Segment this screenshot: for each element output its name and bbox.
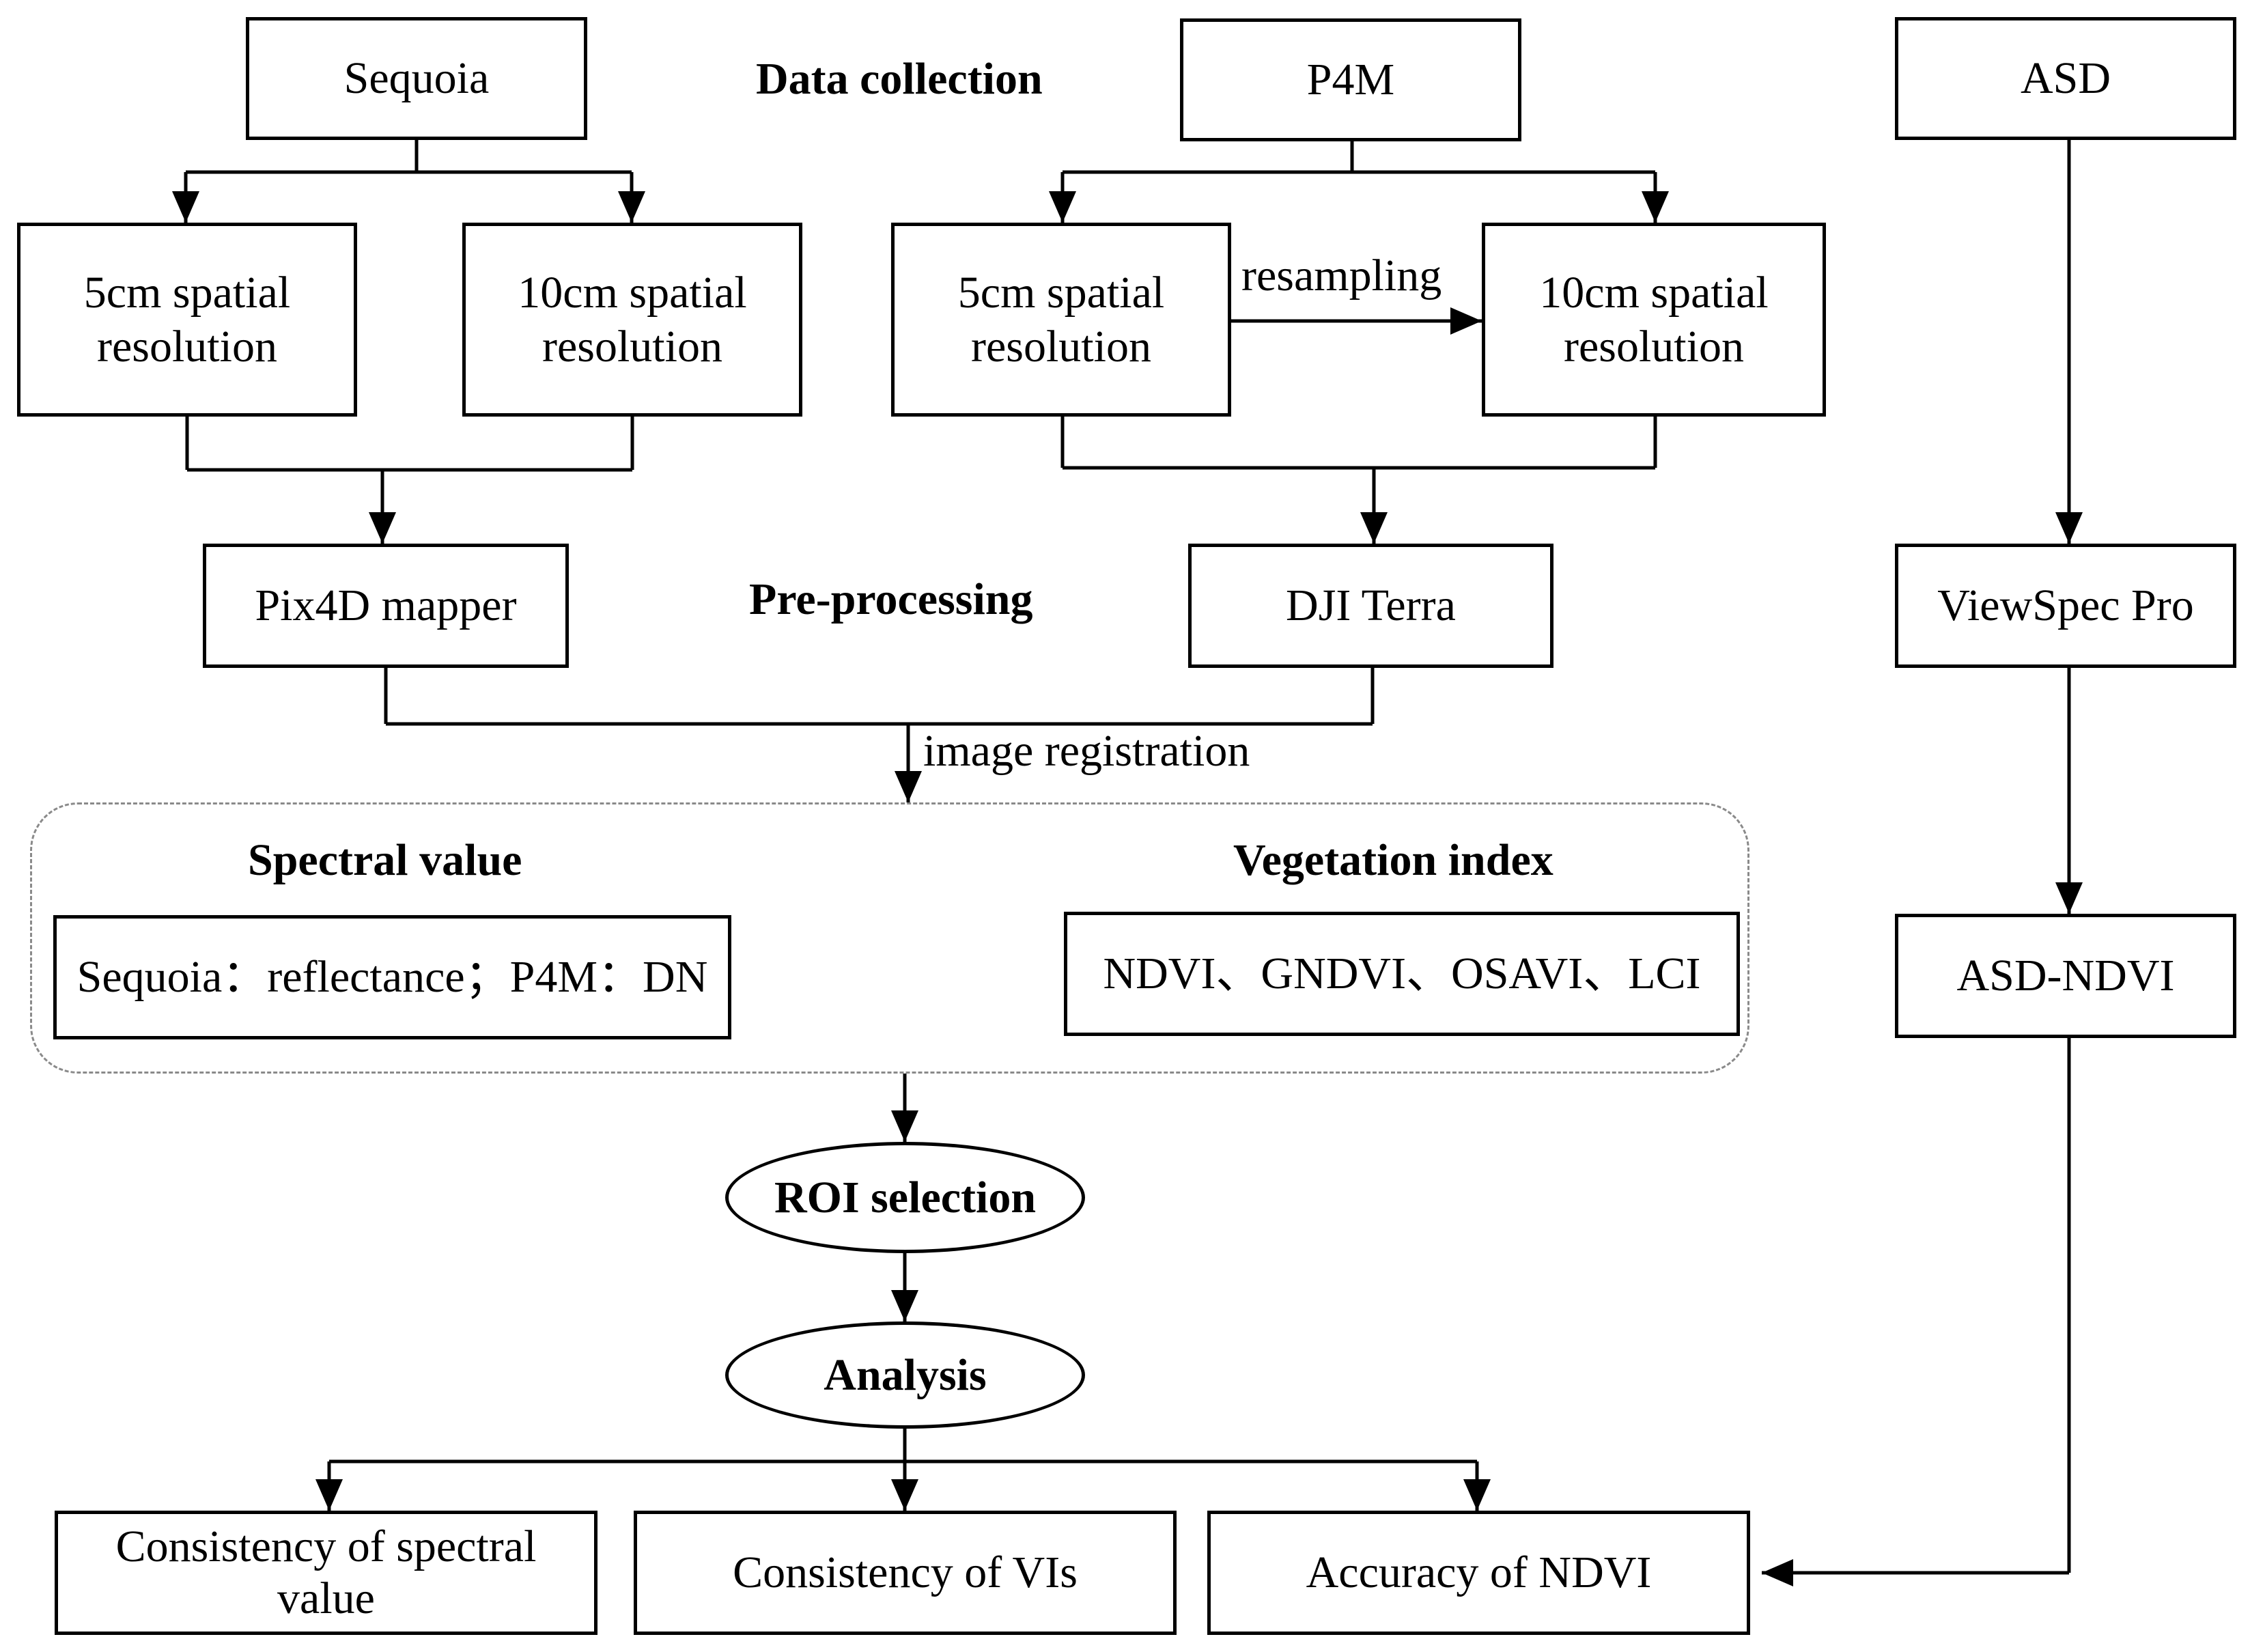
sequoia-10cm-resolution-box: 10cm spatial resolution (462, 223, 802, 417)
viewspec-pro-box: ViewSpec Pro (1895, 544, 2236, 668)
image-registration-label: image registration (923, 726, 1250, 776)
ndvi-accuracy-box: Accuracy of NDVI (1207, 1511, 1750, 1635)
spectral-consistency-line-2: value (277, 1573, 375, 1623)
p4m-10cm-resolution-box: 10cm spatial resolution (1482, 223, 1826, 417)
p4m-5cm-line-2: resolution (971, 322, 1151, 372)
asd-ndvi-label: ASD-NDVI (1956, 951, 2175, 1001)
pix4d-mapper-box: Pix4D mapper (203, 544, 569, 668)
sequoia-10cm-line-1: 10cm spatial (518, 267, 747, 318)
sensor-p4m-label: P4M (1306, 55, 1395, 105)
roi-selection-label: ROI selection (774, 1172, 1037, 1222)
ndvi-accuracy-label: Accuracy of NDVI (1306, 1548, 1652, 1598)
p4m-10cm-line-2: resolution (1564, 322, 1744, 372)
vegetation-index-text: NDVI、GNDVI、OSAVI、LCI (1103, 949, 1701, 999)
sensor-sequoia-label: Sequoia (343, 53, 490, 104)
spectral-value-text: Sequoia：reflectance；P4M：DN (76, 952, 708, 1003)
vegetation-index-title: Vegetation index (1233, 835, 1553, 885)
sequoia-5cm-resolution-box: 5cm spatial resolution (17, 223, 357, 417)
stage-label-data-collection: Data collection (756, 54, 1043, 104)
sensor-asd-box: ASD (1895, 17, 2236, 140)
analysis-label: Analysis (824, 1349, 987, 1400)
spectral-consistency-line-1: Consistency of spectral (115, 1522, 537, 1572)
viewspec-pro-label: ViewSpec Pro (1937, 580, 2194, 631)
feature-extraction-group (30, 802, 1749, 1074)
stage-label-pre-processing: Pre-processing (749, 574, 1033, 624)
p4m-10cm-line-1: 10cm spatial (1539, 267, 1769, 318)
p4m-5cm-line-1: 5cm spatial (957, 267, 1165, 318)
dji-terra-label: DJI Terra (1286, 580, 1456, 631)
vi-consistency-label: Consistency of VIs (733, 1548, 1078, 1598)
analysis-ellipse: Analysis (725, 1321, 1085, 1429)
spectral-value-box: Sequoia：reflectance；P4M：DN (53, 915, 731, 1039)
spectral-consistency-box: Consistency of spectral value (55, 1511, 597, 1635)
vegetation-index-box: NDVI、GNDVI、OSAVI、LCI (1064, 912, 1740, 1036)
roi-selection-ellipse: ROI selection (725, 1142, 1085, 1253)
sequoia-5cm-line-2: resolution (97, 322, 277, 372)
pix4d-mapper-label: Pix4D mapper (255, 580, 517, 631)
resampling-label: resampling (1241, 251, 1442, 300)
p4m-5cm-resolution-box: 5cm spatial resolution (891, 223, 1231, 417)
asd-ndvi-box: ASD-NDVI (1895, 914, 2236, 1038)
vi-consistency-box: Consistency of VIs (634, 1511, 1177, 1635)
sensor-p4m-box: P4M (1180, 18, 1521, 141)
sensor-asd-label: ASD (2020, 53, 2111, 104)
spectral-value-title: Spectral value (248, 835, 522, 885)
sequoia-5cm-line-1: 5cm spatial (83, 267, 291, 318)
sensor-sequoia-box: Sequoia (246, 17, 587, 140)
dji-terra-box: DJI Terra (1188, 544, 1553, 668)
sequoia-10cm-line-2: resolution (542, 322, 722, 372)
